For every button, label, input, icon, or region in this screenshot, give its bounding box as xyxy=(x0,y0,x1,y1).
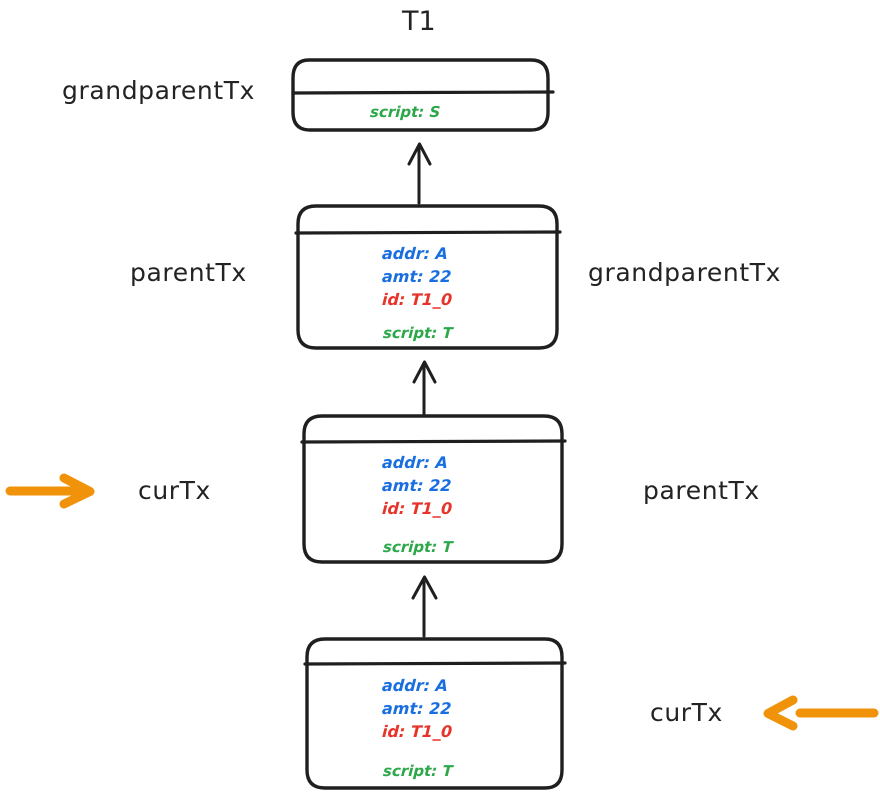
label-left-cur-tx: curTx xyxy=(138,476,211,505)
right-pointer-arrow-icon xyxy=(763,695,879,731)
new-tx-script: script: T xyxy=(382,762,454,780)
diagram-title: T1 xyxy=(402,6,436,37)
grandparent-tx-box-shape xyxy=(291,58,555,132)
cur-tx-addr: addr: A xyxy=(381,453,449,472)
parent-tx-script: script: T xyxy=(382,324,454,342)
cur-tx-id: id: T1_0 xyxy=(381,499,453,518)
label-right-cur-tx: curTx xyxy=(650,698,723,727)
cur-tx-script: script: T xyxy=(382,538,454,556)
parent-tx-amt: amt: 22 xyxy=(381,267,452,286)
grandparent-tx-script: script: S xyxy=(369,103,441,121)
label-right-parent-tx: parentTx xyxy=(643,476,760,505)
arrow-parent-to-grandparent xyxy=(407,142,432,205)
parent-tx-box-shape xyxy=(294,204,562,350)
left-pointer-arrow-icon xyxy=(5,473,95,509)
new-tx-box-shape xyxy=(303,637,567,790)
arrow-new-to-cur xyxy=(411,575,438,638)
label-left-grandparent-tx: grandparentTx xyxy=(62,76,255,105)
arrow-cur-to-parent xyxy=(412,360,437,416)
cur-tx-box-shape xyxy=(300,414,567,564)
new-tx-amt: amt: 22 xyxy=(381,699,452,718)
parent-tx-id: id: T1_0 xyxy=(381,290,453,309)
label-left-parent-tx: parentTx xyxy=(130,258,247,287)
new-tx-id: id: T1_0 xyxy=(381,722,453,741)
parent-tx-addr: addr: A xyxy=(381,244,449,263)
new-tx-addr: addr: A xyxy=(381,676,449,695)
cur-tx-amt: amt: 22 xyxy=(381,476,452,495)
label-right-grandparent-tx: grandparentTx xyxy=(588,258,781,287)
